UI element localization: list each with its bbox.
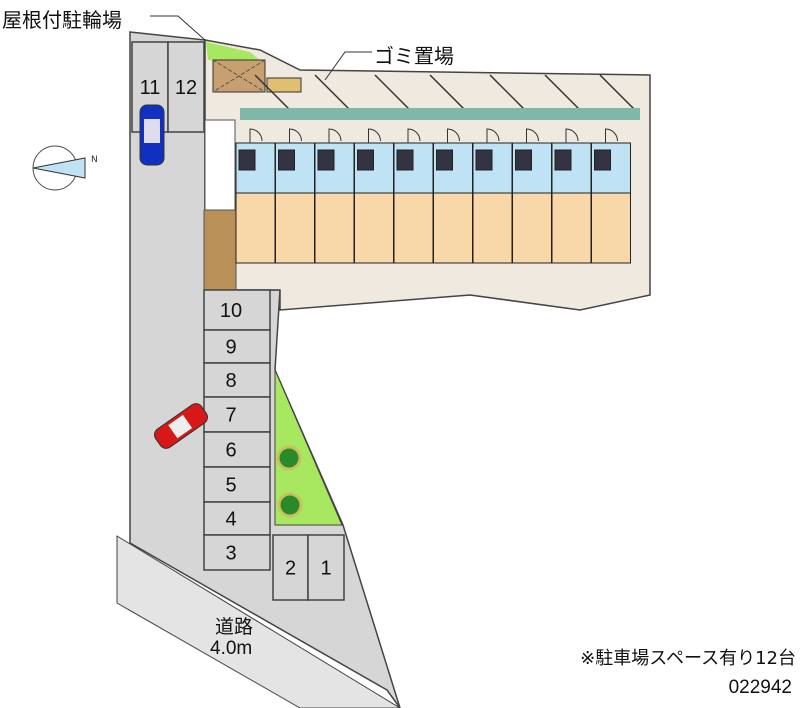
parking-slot-4: 4 (203, 501, 271, 536)
planting-bottom (274, 369, 343, 526)
stairs (204, 119, 236, 211)
tree (276, 445, 302, 471)
tree (277, 492, 303, 518)
parking-slot-9: 9 (203, 329, 271, 364)
north-compass-icon: N (32, 145, 98, 191)
road (116, 535, 401, 708)
apartment-unit (591, 128, 631, 264)
parking-note: ※駐車場スペース有り12台 (580, 648, 796, 669)
parking-slot-2: 2 (272, 534, 309, 601)
parking-slot-number: 10 (220, 300, 242, 322)
apartment-unit (275, 128, 315, 264)
blue-car (139, 104, 165, 166)
parking-slot-7: 7 (203, 396, 271, 433)
bicycle-parking-roof (212, 59, 266, 93)
parking-slot-8: 8 (203, 362, 271, 398)
parking-slot-number: 6 (225, 440, 236, 462)
apartment-unit (512, 128, 552, 264)
parking-slot-6: 6 (203, 431, 271, 468)
road-name-label: 道路 (215, 616, 254, 638)
brick-wall (203, 209, 237, 291)
parking-slot-number: 9 (225, 337, 236, 359)
parking-slot-number: 8 (225, 370, 236, 392)
apartment-units (235, 128, 631, 264)
parking-slot-number: 7 (225, 405, 236, 427)
apartment-unit (472, 128, 513, 264)
parking-slot-number: 1 (320, 558, 331, 580)
parking-slot-number: 3 (225, 543, 236, 565)
parking-slot-number: 5 (225, 475, 236, 497)
parking-slot-5: 5 (203, 466, 271, 503)
parking-slot-3: 3 (203, 534, 271, 571)
apartment-unit (433, 128, 473, 264)
parking-slot-number: 4 (225, 509, 236, 531)
parking-slot-1: 1 (307, 534, 345, 601)
roof-overhang (254, 74, 636, 111)
property-id: 022942 (728, 677, 792, 698)
planting-top (206, 42, 262, 62)
parking-slot-number: 11 (140, 77, 161, 99)
apartment-unit (314, 128, 355, 264)
apartment-unit (393, 128, 434, 264)
parking-slot-12: 12 (167, 41, 205, 133)
garbage-area (266, 77, 302, 93)
garbage-leader-line (324, 51, 372, 81)
apartment-unit (354, 128, 394, 264)
apartment-unit (235, 128, 276, 264)
corridor (240, 108, 640, 120)
garbage-label: ゴミ置場 (374, 44, 454, 68)
svg-text:N: N (91, 155, 98, 165)
bicycle-leader-line (150, 15, 206, 41)
parking-slot-10: 10 (203, 289, 271, 331)
red-car (154, 403, 208, 449)
apartment-unit (551, 128, 592, 264)
parking-slot-number: 2 (285, 558, 296, 580)
road-width-label: 4.0m (210, 638, 253, 659)
bicycle-parking-label: 屋根付駐輪場 (2, 8, 122, 32)
parking-slot-number: 12 (175, 77, 197, 99)
